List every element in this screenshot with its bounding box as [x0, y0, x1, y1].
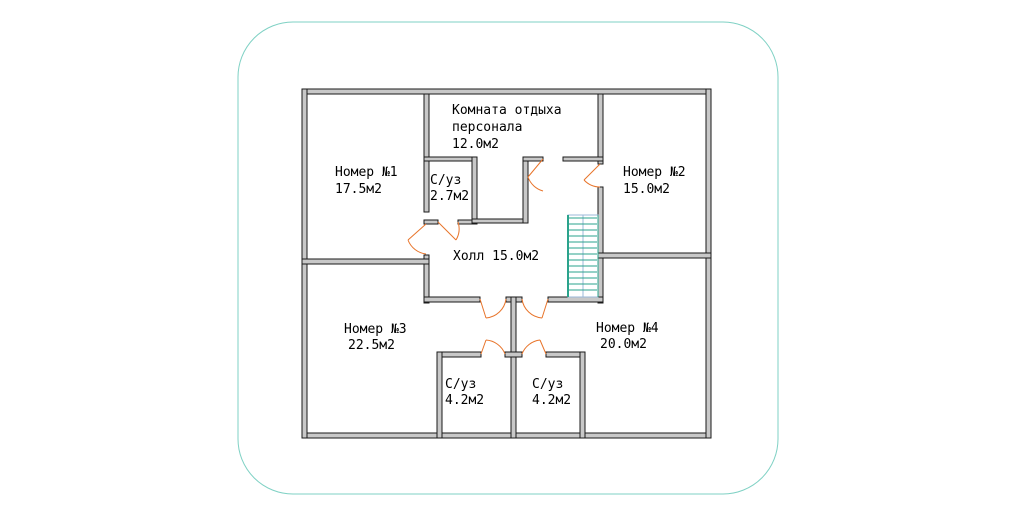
room3-area: 22.5м2: [348, 338, 395, 353]
wc-top-area: 2.7м2: [430, 189, 469, 204]
wall-room2-bottom: [597, 252, 712, 259]
room1-name: Номер №1: [335, 165, 398, 180]
door-wc-right: [521, 339, 547, 355]
wall-wc-top-upper: [423, 156, 477, 162]
hall-label: Холл 15.0м2: [453, 249, 539, 264]
room1-area: 17.5м2: [335, 182, 382, 197]
stair-steps: [569, 217, 597, 291]
doors: [407, 158, 601, 355]
door-room4: [521, 298, 549, 319]
wall-wc-left-side: [436, 351, 443, 439]
stair: [567, 214, 599, 298]
wall-room1-bottom: [301, 258, 430, 265]
room3-name: Номер №3: [344, 322, 407, 337]
wall-staff-bottom-left: [522, 156, 544, 162]
plan-frame: [237, 21, 779, 495]
wc-right-name: С/уз: [532, 377, 563, 392]
wall-wc-right-side: [579, 351, 586, 439]
wc-left-name: С/уз: [445, 377, 476, 392]
door-staff: [527, 158, 544, 192]
staff-room-name-line2: персонала: [452, 120, 522, 135]
room4-area: 20.0м2: [600, 337, 647, 352]
room2-name: Номер №2: [623, 165, 686, 180]
walls: [301, 88, 712, 439]
outer-wall-top: [301, 88, 712, 95]
door-room2: [583, 163, 601, 188]
wc-left-area: 4.2м2: [445, 393, 484, 408]
wall-staff-bottom-right: [562, 156, 604, 162]
wall-staff-bottom-vertical: [522, 156, 529, 224]
outer-wall-right: [705, 88, 712, 439]
door-room3: [479, 298, 507, 319]
door-wc-left: [480, 339, 506, 355]
wall-staff-bottom-step: [471, 218, 529, 224]
room-labels: Комната отдыха персонала 12.0м2 Номер №1…: [335, 103, 686, 408]
wc-top-name: С/уз: [430, 173, 461, 188]
staff-room-area: 12.0м2: [452, 137, 499, 152]
door-room1: [407, 223, 427, 255]
wall-hall-bottom-right: [547, 296, 604, 303]
room2-area: 15.0м2: [623, 182, 670, 197]
wall-wc-top-bottom-left: [423, 219, 439, 225]
wall-wc-right-top: [545, 351, 586, 358]
wall-room2-left-lower: [597, 186, 604, 304]
door-wc-top: [437, 221, 460, 241]
wall-center-partition: [510, 296, 517, 439]
wall-wc-mid-top: [504, 351, 523, 358]
wall-staff-left: [423, 93, 430, 213]
wall-wc-left-top: [436, 351, 482, 358]
outer-wall-bottom: [301, 432, 712, 439]
wall-staff-right: [597, 93, 604, 165]
room4-name: Номер №4: [596, 321, 659, 336]
wall-hall-bottom-left: [423, 296, 481, 303]
wall-wc-top-right: [471, 156, 478, 224]
staff-room-name-line1: Комната отдыха: [452, 103, 562, 118]
wall-left-lower: [423, 254, 430, 304]
wc-right-area: 4.2м2: [532, 393, 571, 408]
